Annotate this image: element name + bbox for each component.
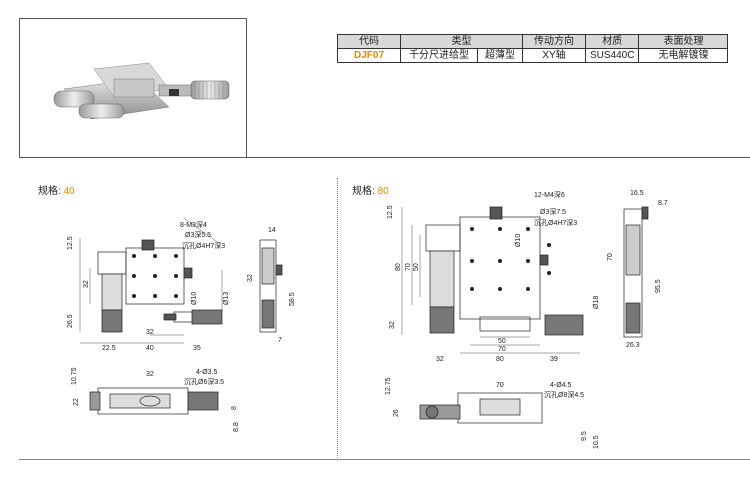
bottom-border	[19, 459, 750, 460]
dim-10.5-r: 10.5	[593, 435, 600, 449]
dim-12.5-r: 12.5	[387, 205, 394, 219]
spec-value-left: 40	[63, 186, 75, 197]
callout-m3: 8-M3深4	[180, 220, 207, 229]
header-direction: 传动方向	[522, 34, 586, 49]
header-surface: 表面处理	[638, 34, 729, 49]
dim-d10-r: Ø10	[515, 234, 522, 247]
spec-table-header: 代码 类型 传动方向 材质 表面处理	[337, 34, 729, 49]
dim-70-side-r: 70	[607, 253, 614, 261]
spec-value-right: 80	[377, 186, 389, 197]
callout-d3.5: 4-Ø3.5	[196, 369, 218, 376]
dim-32-side: 32	[247, 274, 254, 282]
dim-d18-r: Ø18	[593, 296, 600, 309]
micrometer-knob-y	[101, 309, 123, 333]
dim-12.5: 12.5	[67, 236, 74, 250]
spec-table: 代码 类型 传动方向 材质 表面处理 DJF07 千分尺进给型 超薄型 XY轴 …	[337, 34, 729, 63]
stage-top-view-80	[459, 216, 541, 320]
cell-material: SUS440C	[584, 48, 640, 63]
cell-direction: XY轴	[522, 48, 586, 63]
dim-d10: Ø10	[191, 292, 198, 305]
spec-title-right: 规格: 80	[352, 182, 389, 197]
dim-d13: Ø13	[223, 292, 230, 305]
dim-8.8: 8.8	[233, 422, 240, 432]
callout-cb6: 沉孔Ø6深3.5	[184, 377, 224, 386]
dim-7: 7	[278, 337, 282, 344]
dim-14: 14	[268, 227, 276, 234]
callout-cb8-r: 沉孔Ø8深4.5	[544, 390, 584, 399]
callout-d3-r: Ø3深7.5	[540, 207, 566, 216]
dim-80b-r: 80	[496, 356, 504, 363]
header-code: 代码	[337, 34, 401, 49]
dim-12.75-r: 12.75	[385, 377, 392, 395]
cell-subtype: 超薄型	[477, 48, 523, 63]
product-photo-frame	[19, 18, 247, 158]
frame-left-border	[19, 18, 20, 158]
callout-h7: 沉孔Ø4H7深3	[182, 241, 225, 250]
dim-26.3-r: 26.3	[626, 342, 640, 349]
dim-39-r: 39	[550, 356, 558, 363]
dim-9.5-r: 9.5	[581, 431, 588, 441]
lock-screw	[141, 239, 155, 251]
dim-95.5-r: 95.5	[655, 279, 662, 293]
dim-35: 35	[193, 345, 201, 352]
drawing-spec-40: 12.5 32 26.5 22.5 40 35 32 Ø10 Ø13 8-M3深…	[67, 217, 296, 432]
dim-80-r: 80	[395, 263, 402, 271]
dim-32: 32	[83, 280, 90, 288]
header-material: 材质	[584, 34, 640, 49]
dim-32b: 32	[146, 329, 154, 336]
cell-type: 千分尺进给型	[400, 48, 478, 63]
drawing-spec-80: 12.5 80 70 50 Ø10 32 Ø18 50 70 32 80 39 …	[385, 190, 668, 449]
callout-d4.5-r: 4-Ø4.5	[550, 382, 572, 389]
dim-26-r: 26	[393, 409, 400, 417]
dim-32-bottom: 32	[146, 371, 154, 378]
dim-40: 40	[146, 345, 154, 352]
spec-title-left: 规格: 40	[38, 182, 75, 197]
callout-h7-r: 沉孔Ø4H7深3	[534, 218, 577, 227]
dim-8.7-r: 8.7	[658, 200, 668, 207]
dim-22.5: 22.5	[102, 345, 116, 352]
dim-10.75: 10.75	[71, 367, 78, 385]
dim-70b-r: 70	[498, 346, 506, 353]
dim-58.5: 58.5	[289, 292, 296, 306]
dim-70-r: 70	[405, 263, 412, 271]
drawing-divider	[337, 178, 338, 460]
section-divider	[19, 157, 750, 158]
callout-d3: Ø3深5.5	[185, 230, 211, 239]
cell-code: DJF07	[337, 48, 401, 63]
spec-label-right: 规格:	[352, 186, 378, 197]
dim-8: 8	[231, 406, 238, 410]
dim-32-r: 32	[389, 321, 396, 329]
callout-m4: 12-M4深6	[534, 190, 565, 199]
spec-table-row: DJF07 千分尺进给型 超薄型 XY轴 SUS440C 无电解镀镍	[337, 48, 729, 63]
dim-26.5: 26.5	[67, 314, 74, 328]
dim-50-r: 50	[413, 263, 420, 271]
dim-16.5-r: 16.5	[630, 190, 644, 197]
spec-label-left: 规格:	[38, 186, 64, 197]
cell-surface: 无电解镀镍	[638, 48, 729, 63]
dim-70-bottom-r: 70	[496, 382, 504, 389]
micrometer-knob-y-80	[429, 306, 455, 334]
dim-22: 22	[73, 398, 80, 406]
product-photo	[53, 62, 230, 120]
dim-50b-r: 50	[498, 338, 506, 345]
header-type: 类型	[400, 34, 523, 49]
micrometer-knob-x	[191, 309, 223, 325]
micrometer-knob-x-80	[544, 314, 584, 336]
dim-32b-r: 32	[436, 356, 444, 363]
